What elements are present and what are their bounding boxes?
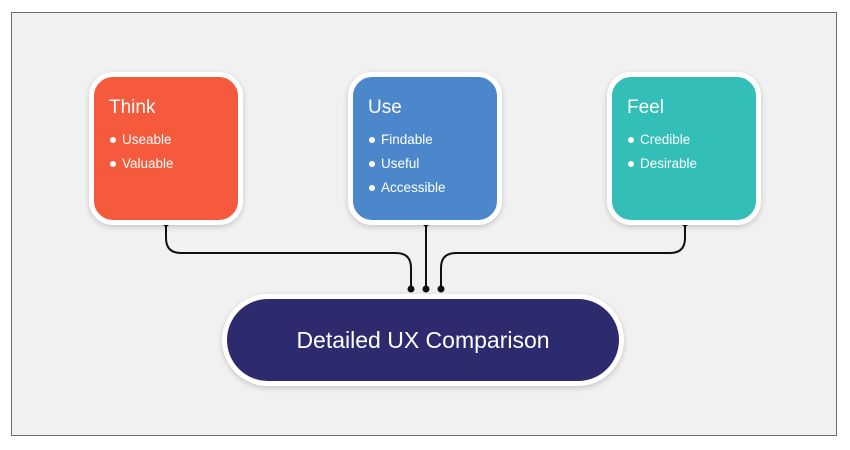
- list-item: Accessible: [368, 176, 497, 200]
- list-item: Useable: [109, 128, 238, 152]
- card-list: Useable Valuable: [109, 128, 238, 176]
- card-title: Use: [368, 97, 402, 118]
- card-feel: Feel Credible Desirable: [607, 72, 761, 225]
- list-item: Useful: [368, 152, 497, 176]
- card-list: Credible Desirable: [627, 128, 756, 176]
- list-item: Credible: [627, 128, 756, 152]
- center-pill: Detailed UX Comparison: [222, 294, 624, 386]
- card-title: Feel: [627, 97, 664, 118]
- list-item: Findable: [368, 128, 497, 152]
- list-item: Valuable: [109, 152, 238, 176]
- list-item: Desirable: [627, 152, 756, 176]
- center-label: Detailed UX Comparison: [296, 326, 550, 353]
- card-title: Think: [109, 97, 156, 118]
- card-think: Think Useable Valuable: [89, 72, 243, 225]
- card-list: Findable Useful Accessible: [368, 128, 497, 200]
- card-use: Use Findable Useful Accessible: [348, 72, 502, 225]
